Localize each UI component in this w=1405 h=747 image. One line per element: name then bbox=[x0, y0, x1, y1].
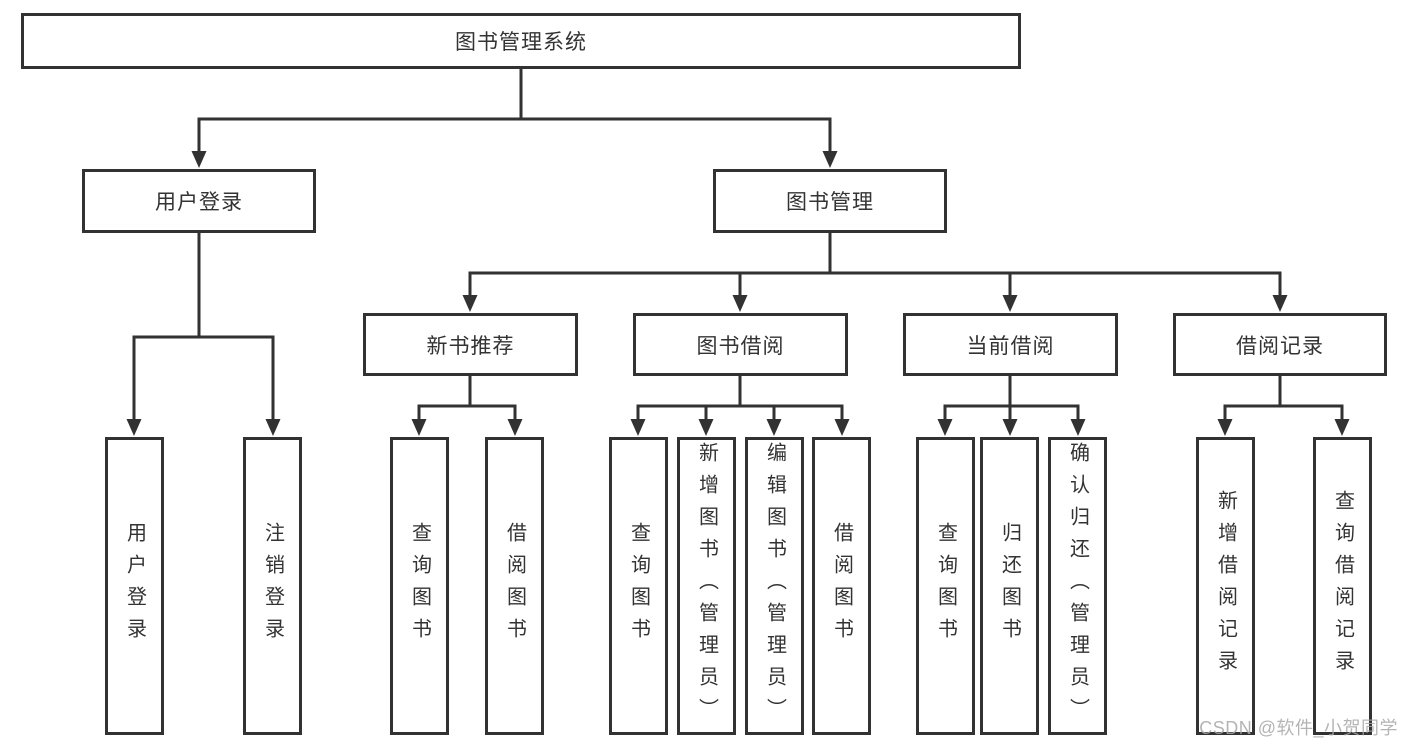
node-book-management: 图书管理 bbox=[713, 169, 947, 233]
leaf-label: 查询图书 bbox=[627, 522, 650, 650]
arrow-down-icon bbox=[462, 295, 478, 312]
arrow-down-icon bbox=[1002, 295, 1018, 312]
leaf-label: 借阅图书 bbox=[503, 522, 526, 650]
leaf-query-books-current: 查询图书 bbox=[916, 437, 975, 735]
connector-records-group bbox=[1223, 376, 1344, 420]
arrow-down-icon bbox=[1002, 419, 1018, 436]
leaf-query-borrow-record: 查询借阅记录 bbox=[1313, 437, 1372, 735]
leaf-borrow-books-recommend: 借阅图书 bbox=[485, 437, 544, 735]
connector-userlogin-group bbox=[132, 233, 275, 420]
leaf-label: 用户登录 bbox=[123, 522, 146, 650]
node-label: 图书管理系统 bbox=[455, 31, 587, 54]
leaf-label: 确认归还（管理员） bbox=[1066, 442, 1089, 730]
leaf-label: 编辑图书（管理员） bbox=[763, 442, 786, 730]
arrow-down-icon bbox=[1217, 419, 1233, 436]
leaf-confirm-return-admin: 确认归还（管理员） bbox=[1048, 437, 1107, 735]
node-label: 用户登录 bbox=[155, 191, 243, 214]
leaf-query-books-recommend: 查询图书 bbox=[390, 437, 449, 735]
connector-root-to-level2 bbox=[197, 69, 832, 152]
arrow-down-icon bbox=[698, 419, 714, 436]
arrow-down-icon bbox=[265, 419, 281, 436]
arrow-down-icon bbox=[630, 419, 646, 436]
arrow-down-icon bbox=[822, 151, 838, 168]
leaf-logout: 注销登录 bbox=[243, 437, 302, 735]
node-label: 新书推荐 bbox=[426, 334, 515, 358]
leaf-label: 借阅图书 bbox=[830, 522, 853, 650]
leaf-edit-books-admin: 编辑图书（管理员） bbox=[745, 437, 804, 735]
node-label: 图书借阅 bbox=[696, 334, 785, 358]
leaf-add-borrow-record: 新增借阅记录 bbox=[1196, 437, 1255, 735]
arrow-down-icon bbox=[126, 419, 142, 436]
node-label: 借阅记录 bbox=[1236, 334, 1324, 358]
arrow-down-icon bbox=[1070, 419, 1086, 436]
arrow-down-icon bbox=[766, 419, 782, 436]
connector-bookmgmt-group bbox=[468, 233, 1282, 296]
node-user-login: 用户登录 bbox=[82, 169, 316, 233]
arrow-down-icon bbox=[507, 419, 523, 436]
arrow-down-icon bbox=[1334, 419, 1350, 436]
leaf-add-books-admin: 新增图书（管理员） bbox=[677, 437, 736, 735]
leaf-label: 新增图书（管理员） bbox=[695, 442, 718, 730]
leaf-label: 查询图书 bbox=[934, 522, 957, 650]
leaf-label: 查询图书 bbox=[408, 522, 431, 650]
node-label: 图书管理 bbox=[786, 191, 874, 214]
leaf-user-login: 用户登录 bbox=[105, 437, 164, 735]
node-new-book-recommend: 新书推荐 bbox=[363, 313, 578, 376]
watermark: CSDN @软件_小贺同学 bbox=[1199, 718, 1398, 738]
leaf-label: 查询借阅记录 bbox=[1331, 490, 1354, 682]
arrow-down-icon bbox=[937, 419, 953, 436]
leaf-label: 注销登录 bbox=[261, 522, 284, 650]
arrow-down-icon bbox=[834, 419, 850, 436]
leaf-borrow-books: 借阅图书 bbox=[812, 437, 871, 735]
node-library-management-system: 图书管理系统 bbox=[21, 13, 1021, 69]
arrow-down-icon bbox=[411, 419, 427, 436]
arrow-down-icon bbox=[732, 295, 748, 312]
connector-borrow-group bbox=[636, 376, 844, 420]
arrow-down-icon bbox=[191, 151, 207, 168]
arrow-down-icon bbox=[1272, 295, 1288, 312]
leaf-label: 新增借阅记录 bbox=[1214, 490, 1237, 682]
leaf-label: 归还图书 bbox=[998, 522, 1021, 650]
node-label: 当前借阅 bbox=[966, 334, 1055, 358]
connector-newbook-group bbox=[417, 376, 517, 420]
node-book-borrowing: 图书借阅 bbox=[633, 313, 848, 376]
node-current-borrowing: 当前借阅 bbox=[903, 313, 1118, 376]
connector-current-group bbox=[943, 376, 1080, 420]
node-borrowing-records: 借阅记录 bbox=[1173, 313, 1387, 376]
leaf-return-books: 归还图书 bbox=[980, 437, 1039, 735]
leaf-query-books-borrowing: 查询图书 bbox=[609, 437, 668, 735]
